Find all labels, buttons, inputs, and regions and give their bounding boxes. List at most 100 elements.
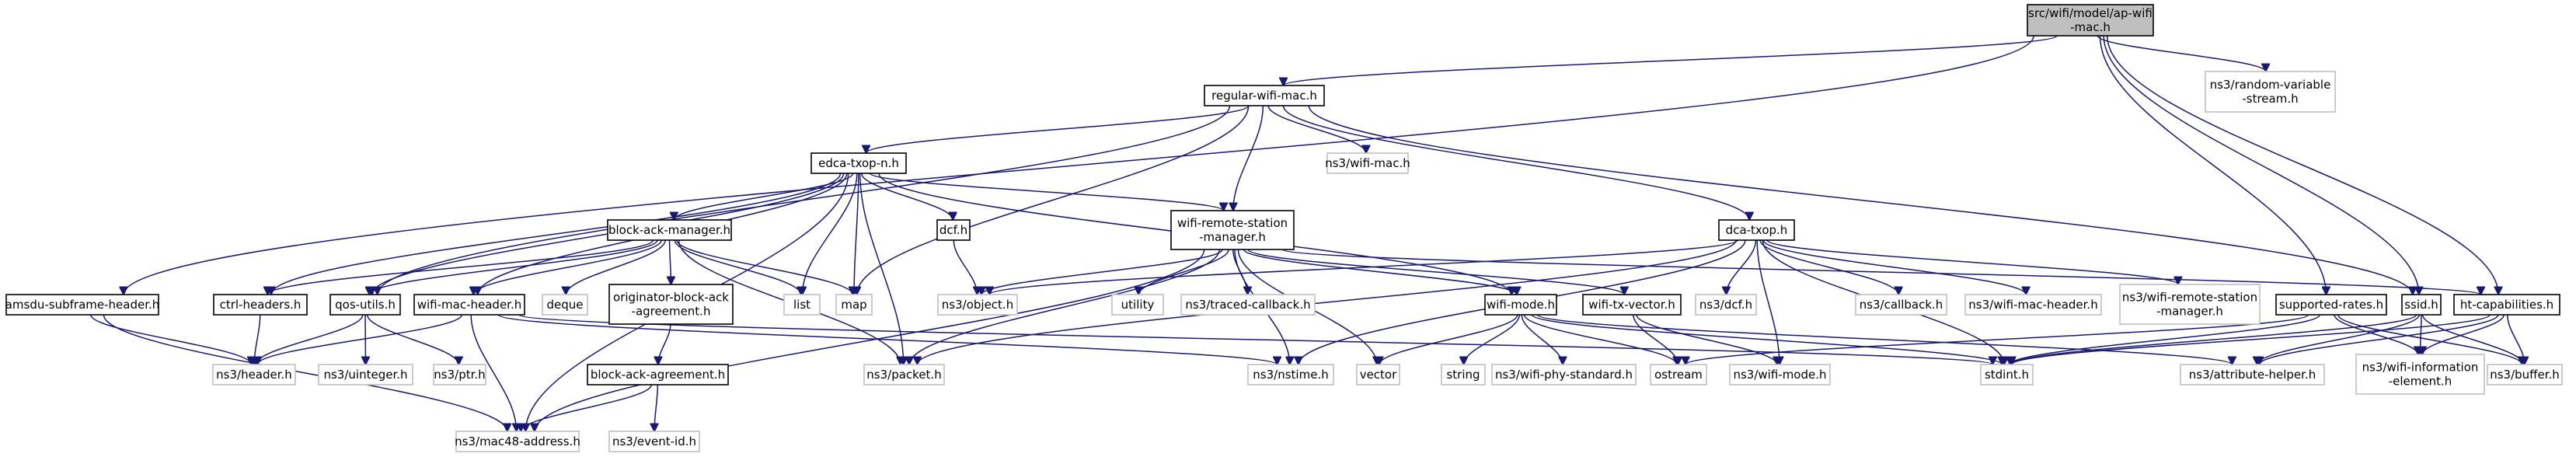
node-label: src/wifi/model/ap-wifi	[2028, 6, 2152, 20]
node-ptr[interactable]: ns3/ptr.h	[433, 364, 486, 386]
edge-arrow	[2257, 314, 2421, 365]
node-list[interactable]: list	[783, 294, 821, 316]
edge-arrow	[2334, 314, 2418, 354]
node-label: block-ack-manager.h	[608, 223, 730, 237]
edge-wrsm-to-utility	[1138, 249, 1229, 295]
edge-ap-to-ssid	[2103, 35, 2419, 295]
edge-wifimode-to-ostream	[1523, 314, 1677, 365]
node-nswmh[interactable]: ns3/wifi-mac-header.h	[1964, 294, 2102, 316]
edge-ssid-to-attr	[2257, 314, 2421, 365]
node-nsdcf[interactable]: ns3/dcf.h	[1695, 294, 1757, 316]
node-ssid[interactable]: ssid.h	[2401, 294, 2442, 316]
node-attr[interactable]: ns3/attribute-helper.h	[2180, 364, 2325, 386]
node-phystd[interactable]: ns3/wifi-phy-standard.h	[1491, 364, 1637, 386]
node-qos[interactable]: qos-utils.h	[329, 294, 401, 316]
node-amsdu[interactable]: amsdu-subframe-header.h	[5, 294, 160, 316]
node-nstime[interactable]: ns3/nstime.h	[1247, 364, 1334, 386]
node-stdint[interactable]: stdint.h	[1980, 364, 2034, 386]
node-map[interactable]: map	[835, 294, 873, 316]
node-label: regular-wifi-mac.h	[1211, 89, 1317, 103]
node-box	[1855, 294, 1947, 316]
node-label: -manager.h	[1199, 230, 1266, 244]
node-vector[interactable]: vector	[1356, 364, 1400, 386]
node-header[interactable]: ns3/header.h	[212, 364, 296, 386]
node-dcatxop[interactable]: dca-txop.h	[1718, 219, 1795, 241]
edge-bam-to-map	[676, 239, 852, 295]
node-txvector[interactable]: wifi-tx-vector.h	[1582, 294, 1682, 316]
node-bam[interactable]: block-ack-manager.h	[607, 219, 732, 241]
node-box	[1247, 364, 1334, 386]
node-rates[interactable]: supported-rates.h	[2275, 294, 2387, 316]
node-ctrl[interactable]: ctrl-headers.h	[213, 294, 308, 316]
edge-arrow	[535, 249, 1205, 431]
node-htcap[interactable]: ht-capabilities.h	[2453, 294, 2560, 316]
edge-arrow	[1282, 249, 2481, 295]
node-string[interactable]: string	[1441, 364, 1486, 386]
node-oba[interactable]: originator-block-ack-agreement.h	[608, 284, 734, 325]
node-ap[interactable]: src/wifi/model/ap-wifi-mac.h	[2027, 4, 2154, 37]
nodes-layer: src/wifi/model/ap-wifi-mac.h regular-wifi…	[5, 4, 2563, 452]
node-nswifimac[interactable]: ns3/wifi-mac.h	[1325, 152, 1410, 174]
node-mac48[interactable]: ns3/mac48-address.h	[455, 431, 580, 452]
node-callback[interactable]: ns3/callback.h	[1855, 294, 1947, 316]
edge-htcap-to-stdint	[2012, 314, 2491, 365]
node-box	[1326, 152, 1409, 174]
node-label: ns3/wifi-remote-station	[2122, 291, 2257, 305]
node-edca[interactable]: edca-txop-n.h	[810, 152, 907, 174]
node-random[interactable]: ns3/random-variable-stream.h	[2205, 71, 2336, 113]
node-utility[interactable]: utility	[1111, 294, 1164, 316]
node-label: dcf.h	[939, 223, 967, 237]
node-uinteger[interactable]: ns3/uinteger.h	[318, 364, 413, 386]
node-box	[1204, 85, 1325, 106]
node-box	[608, 284, 734, 325]
node-ostream[interactable]: ostream	[1650, 364, 1707, 386]
node-box	[1695, 294, 1757, 316]
edge-arrow	[473, 239, 663, 295]
node-bag[interactable]: block-ack-agreement.h	[587, 364, 729, 386]
node-box	[863, 364, 945, 386]
node-buffer[interactable]: ns3/buffer.h	[2487, 364, 2563, 386]
node-box	[2401, 294, 2442, 316]
edge-arrow	[1308, 105, 2413, 295]
node-box	[542, 294, 588, 316]
edge-rates-to-buffer	[2337, 314, 2522, 365]
node-label: ht-capabilities.h	[2460, 298, 2553, 312]
node-traced[interactable]: ns3/traced-callback.h	[1180, 294, 1316, 316]
edge-amsdu-to-header	[90, 314, 252, 365]
node-object[interactable]: ns3/object.h	[937, 294, 1018, 316]
node-nswrsm[interactable]: ns3/wifi-remote-station-manager.h	[2119, 284, 2261, 325]
edge-regular-to-edca	[866, 105, 1250, 154]
edge-wmh-to-nstime	[497, 314, 1278, 365]
node-label: ns3/ptr.h	[434, 368, 485, 382]
node-box	[1441, 364, 1486, 386]
edge-dcatxop-to-nsdcf	[1726, 239, 1757, 295]
node-label: -agreement.h	[632, 305, 711, 319]
edge-arrow	[1247, 249, 1624, 295]
node-deque[interactable]: deque	[542, 294, 588, 316]
node-packet[interactable]: ns3/packet.h	[863, 364, 945, 386]
edge-arrow	[1243, 249, 1517, 295]
edge-arrow	[103, 314, 507, 431]
edge-arrow	[1685, 314, 2309, 365]
edge-wrsm-to-txvector	[1247, 249, 1624, 295]
node-wifimode[interactable]: wifi-mode.h	[1484, 294, 1557, 316]
node-wrsm[interactable]: wifi-remote-station-manager.h	[1170, 210, 1295, 250]
node-wie[interactable]: ns3/wifi-information-element.h	[2355, 354, 2485, 395]
edge-regular-to-map	[857, 105, 1250, 295]
node-label: ns3/random-variable	[2210, 78, 2331, 92]
node-eventid[interactable]: ns3/event-id.h	[608, 431, 700, 452]
node-wmh[interactable]: wifi-mac-header.h	[413, 294, 525, 316]
node-label: qos-utils.h	[335, 298, 396, 312]
node-nswifimode[interactable]: ns3/wifi-mode.h	[1729, 364, 1831, 386]
edge-arrow	[369, 239, 658, 295]
edge-arrow	[658, 323, 671, 365]
node-box	[1980, 364, 2034, 386]
node-box	[318, 364, 413, 386]
node-box	[2487, 364, 2563, 386]
node-dcf[interactable]: dcf.h	[936, 219, 971, 241]
node-regular[interactable]: regular-wifi-mac.h	[1204, 85, 1325, 106]
node-box	[1729, 364, 1831, 386]
edge-dcatxop-to-nswifimode	[1756, 239, 1779, 365]
node-label: wifi-tx-vector.h	[1588, 298, 1675, 312]
